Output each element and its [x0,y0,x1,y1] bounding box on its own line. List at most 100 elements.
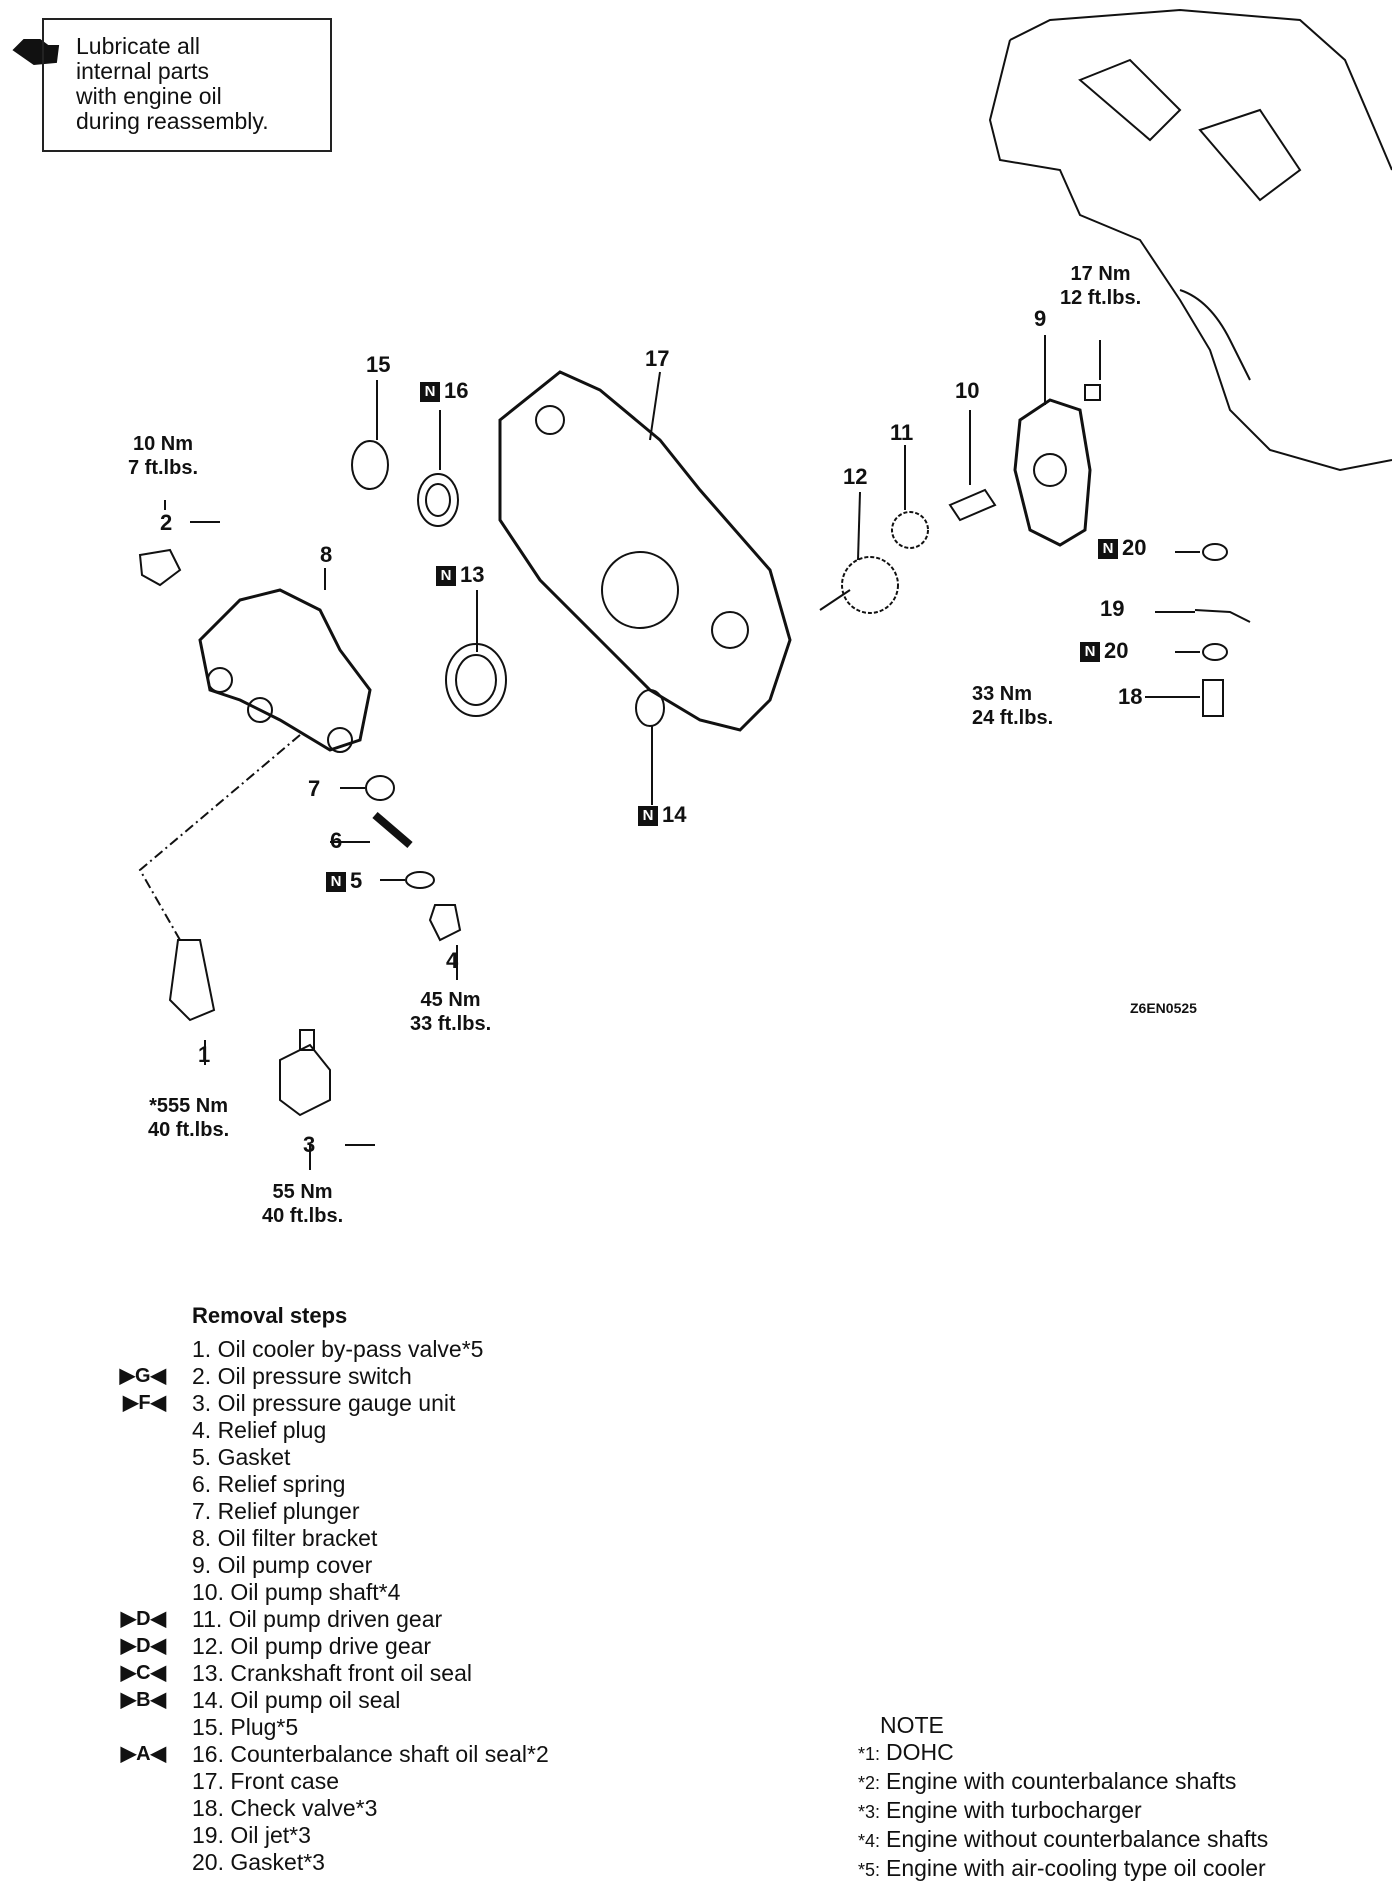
callout-15: 15 [366,352,391,377]
removal-step: ▶D◀ 12. Oil pump drive gear [121,1633,549,1660]
new-part-icon: N [326,872,346,892]
removal-step: 5. Gasket [192,1444,549,1471]
callout-19: 19 [1100,596,1125,621]
new-part-icon: N [436,566,456,586]
note-title: NOTE [880,1712,944,1738]
removal-step: 15. Plug*5 [192,1714,549,1741]
removal-step: 6. Relief spring [192,1471,549,1498]
step-text: 3. Oil pressure gauge unit [192,1390,456,1416]
removal-step: ▶D◀ 11. Oil pump driven gear [121,1606,549,1633]
callout-4: 4 [446,948,459,973]
removal-step: ▶F◀ 3. Oil pressure gauge unit [123,1390,549,1417]
torque-part-3: 55 Nm 40 ft.lbs. [262,1181,344,1227]
step-reassembly-tag: ▶G◀ [119,1365,166,1387]
note-key: *4: [857,1831,880,1851]
step-text: 6. Relief spring [192,1471,346,1497]
step-text: 17. Front case [192,1768,340,1794]
step-text: 14. Oil pump oil seal [192,1687,401,1713]
oil-can-icon [12,39,60,66]
note-item: *2: Engine with counterbalance shafts [840,1768,1268,1797]
removal-step: 8. Oil filter bracket [192,1525,549,1552]
note-key: *3: [857,1802,880,1822]
step-text: 12. Oil pump drive gear [192,1633,432,1659]
oil-pump-cover-9 [1013,398,1092,547]
removal-step: ▶B◀ 14. Oil pump oil seal [121,1687,549,1714]
note-text: DOHC [886,1739,954,1765]
callout-7: 7 [308,776,321,801]
removal-step: 4. Relief plug [192,1417,549,1444]
step-text: 18. Check valve*3 [192,1795,378,1821]
torque-part-9: 17 Nm 12 ft.lbs. [1060,263,1142,309]
removal-step: 9. Oil pump cover [192,1552,549,1579]
removal-step: 1. Oil cooler by-pass valve*5 [192,1336,549,1363]
step-reassembly-tag: ▶D◀ [120,1608,166,1630]
callout-6: 6 [330,828,343,853]
torque-part-18: 33 Nm 24 ft.lbs. [972,683,1054,729]
step-text: 5. Gasket [192,1444,291,1470]
removal-step: 19. Oil jet*3 [192,1822,549,1849]
torque-part-4: 45 Nm 33 ft.lbs. [410,989,492,1035]
step-text: 11. Oil pump driven gear [192,1606,443,1632]
step-reassembly-tag: ▶B◀ [120,1689,166,1711]
lubrication-note-text: Lubricate all internal parts with engine… [76,33,269,134]
step-text: 4. Relief plug [192,1417,327,1443]
note-item: *3: Engine with turbocharger [840,1797,1268,1826]
callout-9: 9 [1034,306,1047,331]
note-list: *1: DOHC *2: Engine with counterbalance sha… [840,1739,1268,1884]
callout-8: 8 [320,542,333,567]
step-text: 10. Oil pump shaft*4 [192,1579,401,1605]
figure-code: Z6EN0525 [1130,1000,1197,1016]
step-reassembly-tag: ▶F◀ [123,1392,166,1414]
step-text: 7. Relief plunger [192,1498,360,1524]
removal-steps: Removal steps 1. Oil cooler by-pass valv… [120,1302,549,1876]
engine-block-outline [988,8,1392,472]
removal-step: ▶G◀ 2. Oil pressure switch [120,1363,549,1390]
note-key: *2: [857,1773,880,1793]
step-text: 19. Oil jet*3 [192,1822,311,1848]
callout-11: 11 [890,420,914,445]
callout-18: 18 [1118,684,1143,709]
step-text: 9. Oil pump cover [192,1552,373,1578]
oil-filter-bracket-8 [198,588,372,752]
note-section: NOTE *1: DOHC *2: Engine with counterbalanc… [840,1712,1268,1884]
callout-17: 17 [645,346,670,371]
removal-steps-list: 1. Oil cooler by-pass valve*5 ▶G◀ 2. Oil p… [120,1336,549,1876]
removal-step: ▶A◀16. Counterbalance shaft oil seal*2 [121,1741,549,1768]
removal-step: 7. Relief plunger [192,1498,549,1525]
note-text: Engine without counterbalance shafts [886,1826,1269,1852]
connection-line [138,734,301,941]
step-text: 16. Counterbalance shaft oil seal*2 [192,1741,549,1767]
callout-12: 12 [843,464,868,489]
note-text: Engine with air-cooling type oil cooler [886,1855,1266,1881]
note-key: *5: [857,1860,880,1880]
note-text: Engine with turbocharger [886,1797,1142,1823]
new-part-icon: N [1098,539,1118,559]
new-part-icon: N [638,806,658,826]
step-text: 20. Gasket*3 [192,1849,325,1875]
new-part-icon: N [420,382,440,402]
removal-steps-title: Removal steps [192,1303,348,1328]
step-reassembly-tag: ▶D◀ [120,1635,166,1657]
callout-1: 1 [198,1042,211,1067]
front-case-17 [498,370,792,732]
removal-step: ▶C◀13. Crankshaft front oil seal [121,1660,549,1687]
note-text: Engine with counterbalance shafts [886,1768,1237,1794]
callout-10: 10 [955,378,980,403]
step-text: 2. Oil pressure switch [192,1363,412,1389]
note-key: *1: [857,1744,880,1764]
step-text: 15. Plug*5 [192,1714,299,1740]
removal-step: 20. Gasket*3 [192,1849,549,1876]
lubrication-note-box [42,18,332,152]
removal-step: 10. Oil pump shaft*4 [192,1579,549,1606]
torque-part-2: 10 Nm 7 ft.lbs. [128,433,199,479]
note-item: *5: Engine with air-cooling type oil cool… [840,1855,1268,1884]
note-item: *1: DOHC [840,1739,1268,1768]
step-reassembly-tag: ▶C◀ [120,1662,166,1684]
callout-2: 2 [160,510,173,535]
